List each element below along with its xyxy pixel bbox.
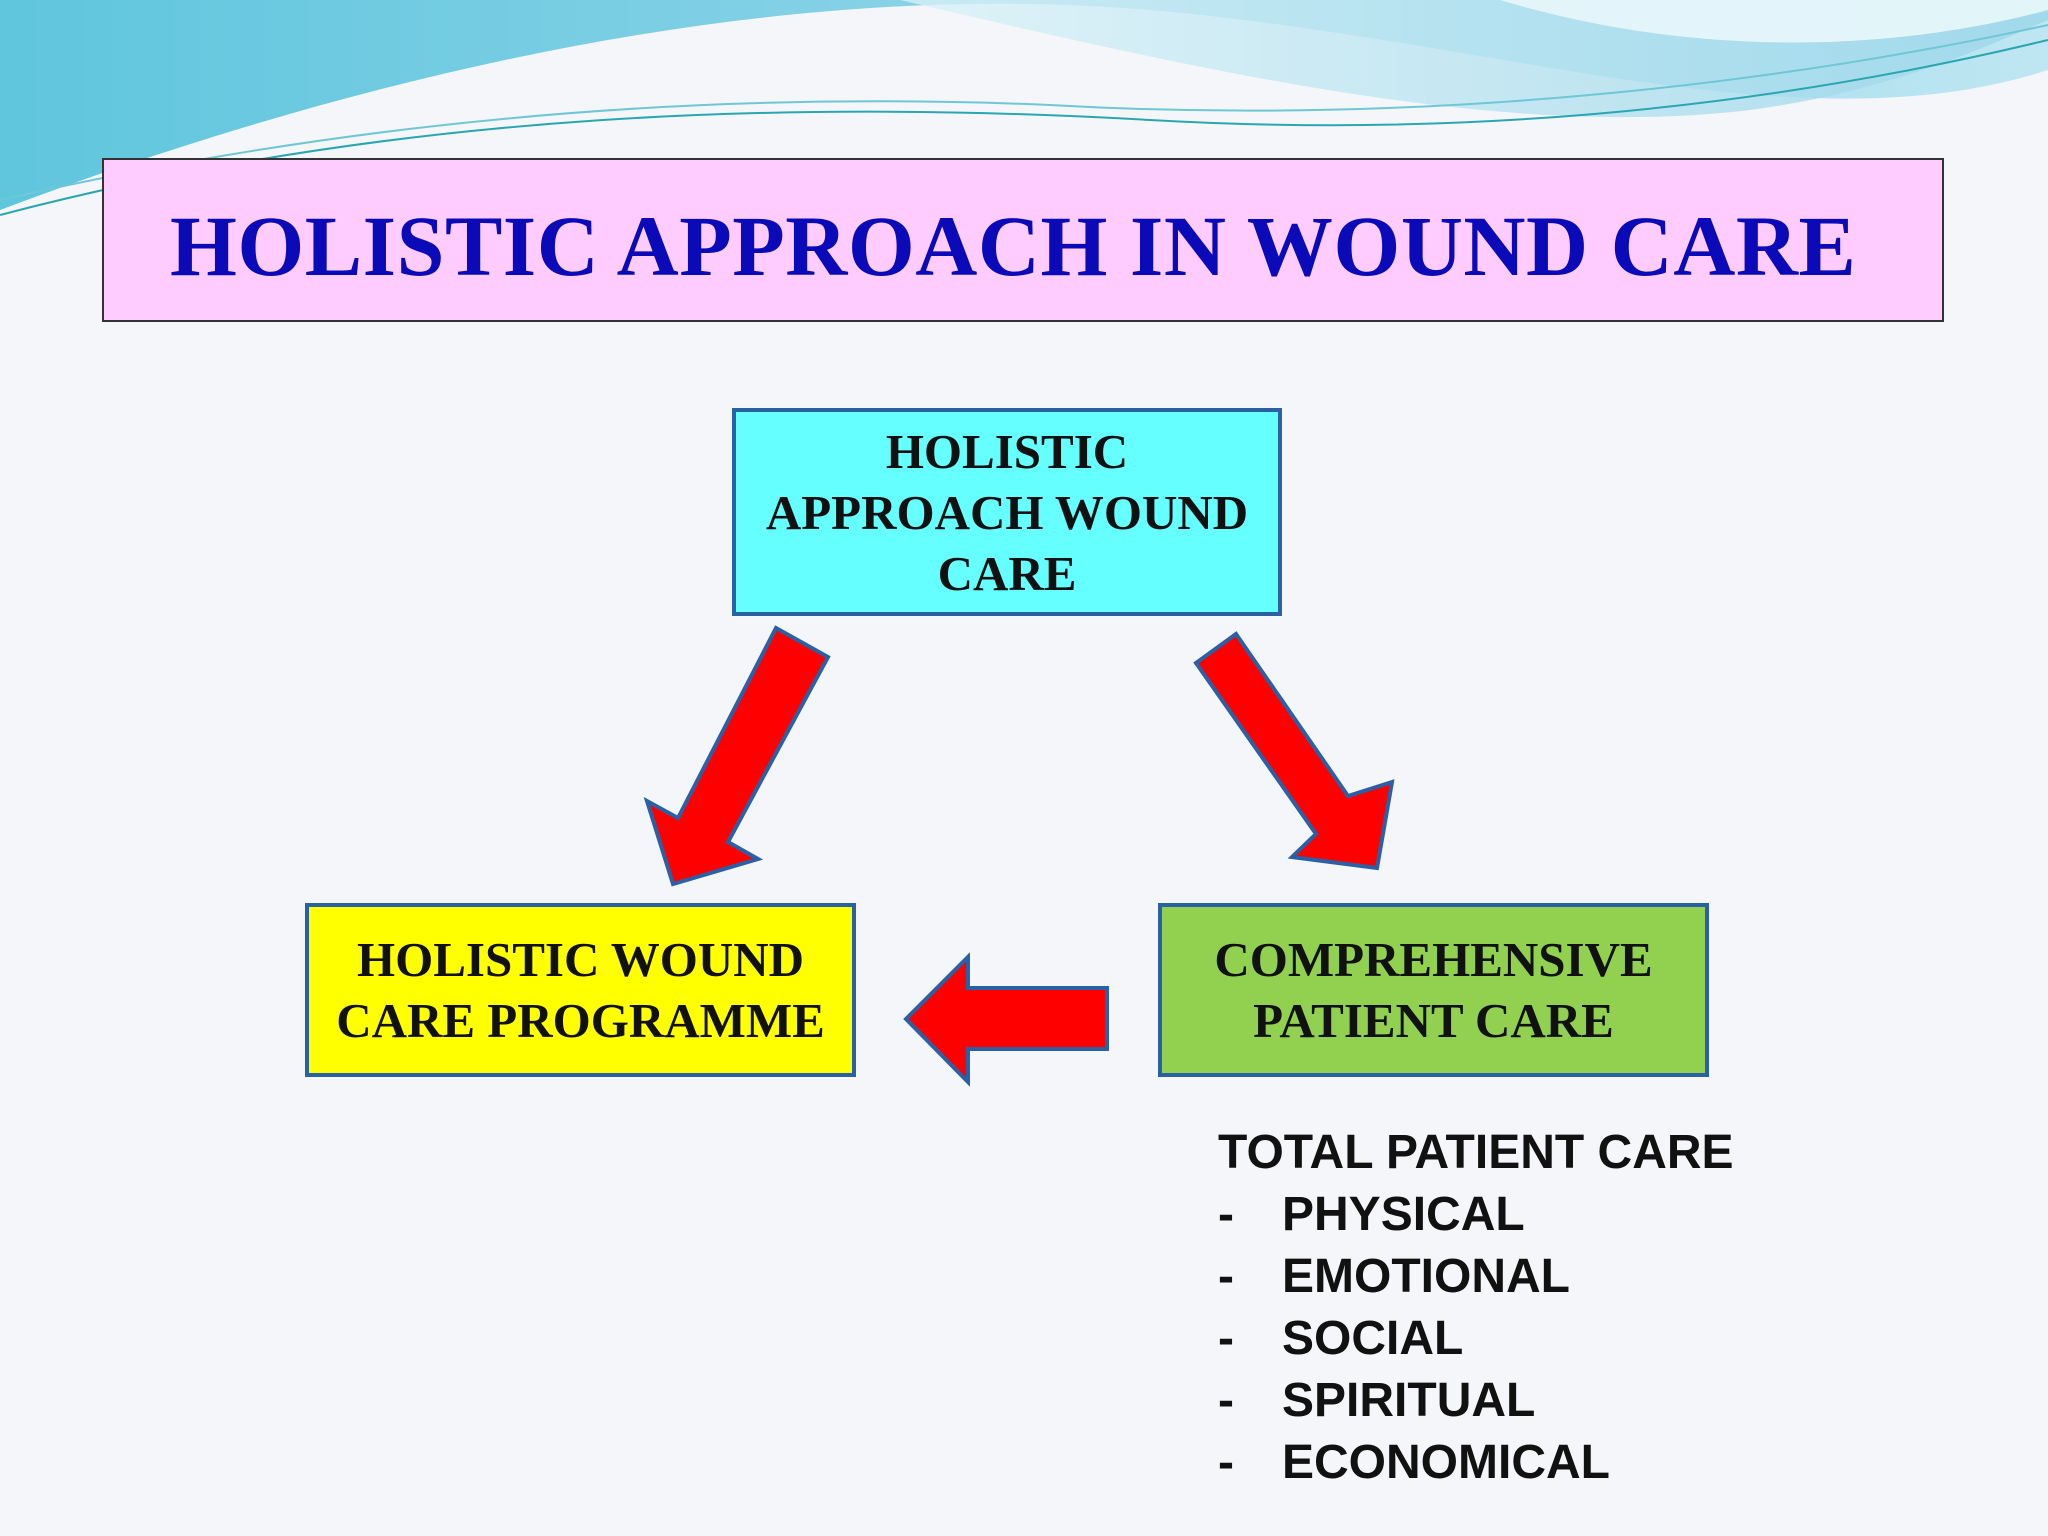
holistic-approach-line-1: HOLISTIC — [885, 423, 1129, 479]
holistic-approach-line-3: CARE — [937, 545, 1077, 601]
list-item-emotional: - EMOTIONAL — [1218, 1246, 1734, 1308]
holistic-approach-box: HOLISTIC APPROACH WOUND CARE — [732, 408, 1282, 616]
list-bullet: - — [1218, 1374, 1234, 1427]
list-item-economical: - ECONOMICAL — [1218, 1432, 1734, 1494]
slide-title: HOLISTIC APPROACH IN WOUND CARE — [170, 198, 1857, 294]
list-item-label: SPIRITUAL — [1282, 1374, 1536, 1427]
holistic-approach-line-2: APPROACH WOUND — [765, 484, 1249, 540]
total-patient-care-list: TOTAL PATIENT CARE - PHYSICAL - EMOTIONA… — [1218, 1122, 1734, 1494]
list-item-label: SOCIAL — [1282, 1312, 1464, 1365]
list-item-label: PHYSICAL — [1282, 1188, 1525, 1241]
comprehensive-patient-care-line-1: COMPREHENSIVE — [1214, 932, 1653, 987]
list-item-spiritual: - SPIRITUAL — [1218, 1370, 1734, 1432]
wound-care-programme-box: HOLISTIC WOUND CARE PROGRAMME — [305, 903, 856, 1077]
wound-care-programme-line-1: HOLISTIC WOUND — [356, 932, 804, 987]
title-banner: HOLISTIC APPROACH IN WOUND CARE — [102, 158, 1944, 322]
comprehensive-patient-care-box: COMPREHENSIVE PATIENT CARE — [1158, 903, 1709, 1077]
list-bullet: - — [1218, 1188, 1234, 1241]
wound-care-programme-line-2: CARE PROGRAMME — [336, 993, 825, 1048]
list-item-physical: - PHYSICAL — [1218, 1184, 1734, 1246]
list-item-social: - SOCIAL — [1218, 1308, 1734, 1370]
arrow-top-to-left — [643, 625, 831, 887]
arrow-right-to-left-body — [903, 952, 1109, 1087]
list-item-label: ECONOMICAL — [1282, 1436, 1610, 1489]
total-patient-care-heading: TOTAL PATIENT CARE — [1218, 1126, 1734, 1179]
list-bullet: - — [1218, 1312, 1234, 1365]
arrow-top-to-right — [1193, 631, 1395, 871]
list-bullet: - — [1218, 1250, 1234, 1303]
list-item-label: EMOTIONAL — [1282, 1250, 1570, 1303]
list-bullet: - — [1218, 1436, 1234, 1489]
comprehensive-patient-care-line-2: PATIENT CARE — [1253, 993, 1614, 1048]
